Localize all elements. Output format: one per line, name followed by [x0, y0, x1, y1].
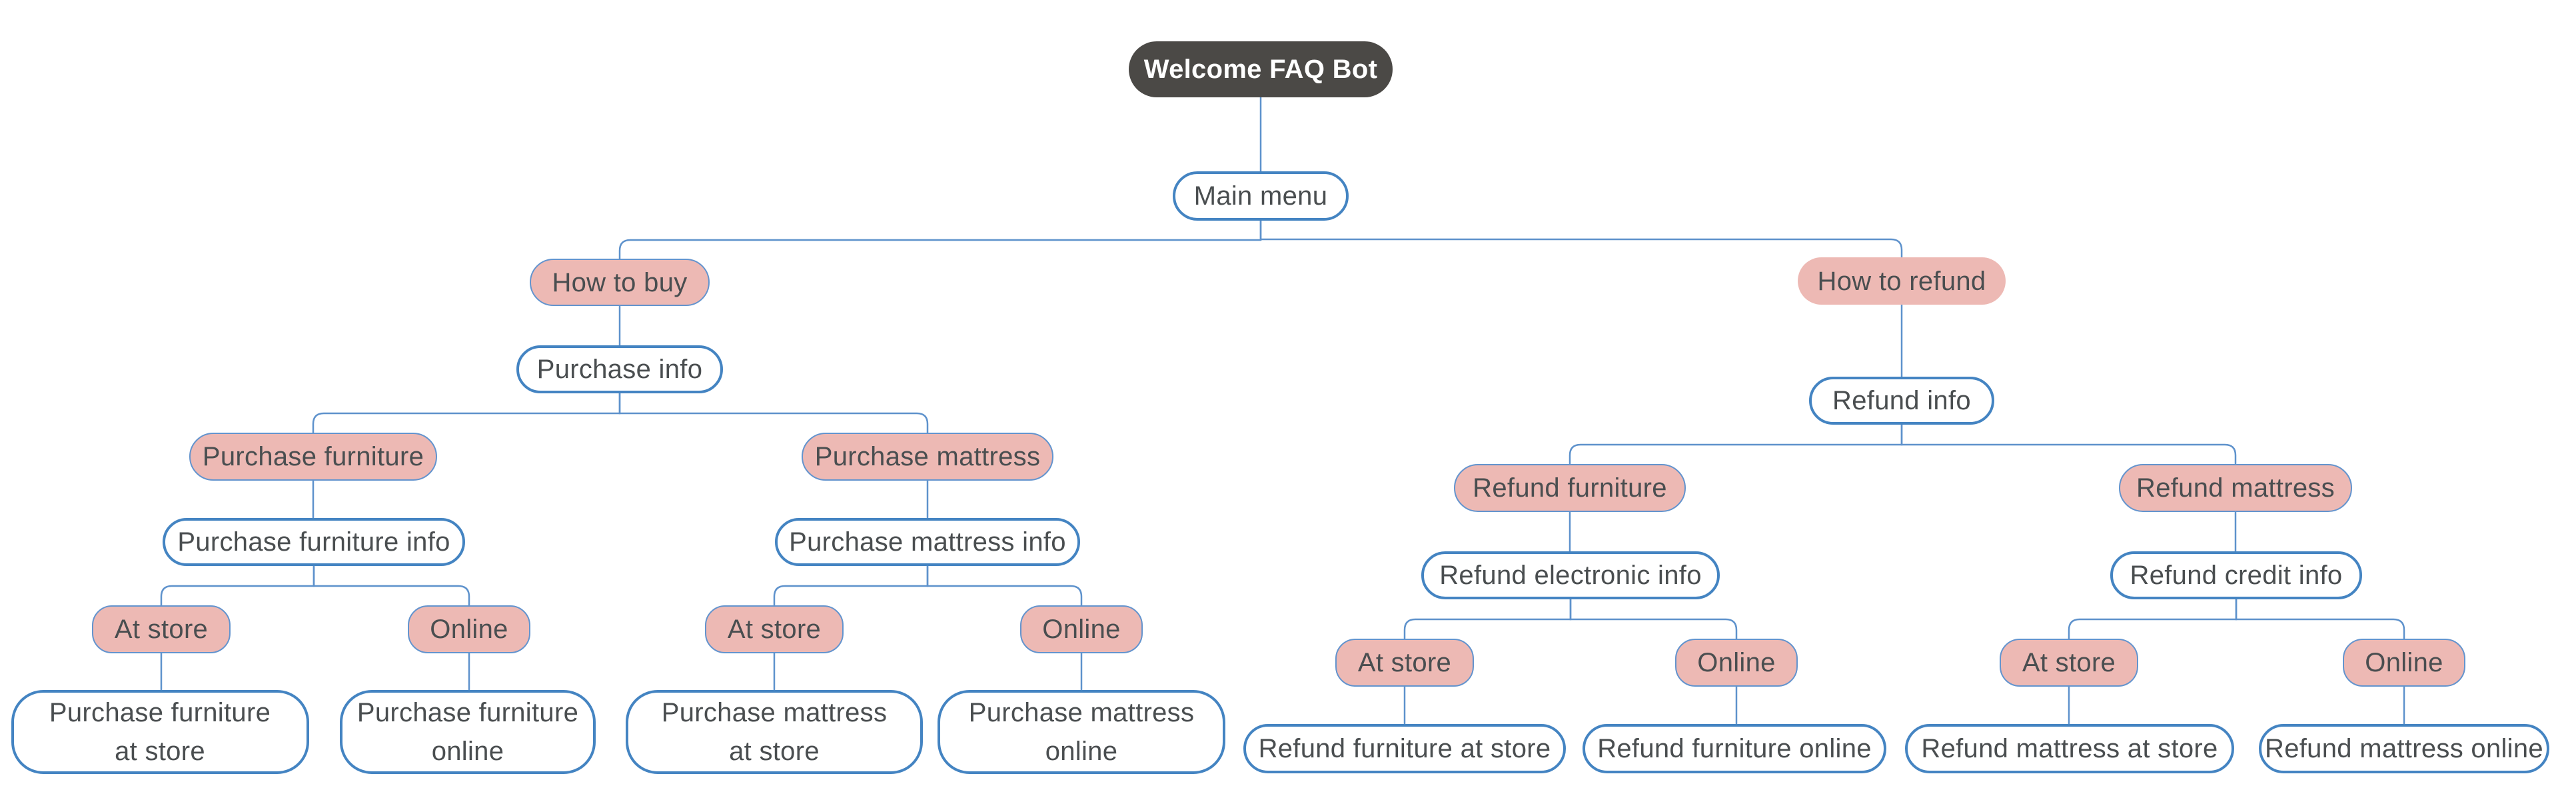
flow-node-refund-mattress-online[interactable]: Refund mattress online	[2259, 724, 2549, 773]
connector	[160, 566, 315, 605]
flow-node-refund-credit-info[interactable]: Refund credit info	[2110, 551, 2362, 599]
connector	[1569, 599, 1738, 639]
flow-node-at-store-refund-furniture[interactable]: At store	[1335, 639, 1474, 687]
flow-node-online-purchase-mattress[interactable]: Online	[1020, 605, 1143, 653]
flow-node-refund-electronic-info[interactable]: Refund electronic info	[1421, 551, 1720, 599]
flow-node-refund-mattress[interactable]: Refund mattress	[2119, 464, 2352, 512]
flow-node-how-to-refund[interactable]: How to refund	[1798, 257, 2006, 305]
flow-node-purchase-furniture[interactable]: Purchase furniture	[189, 433, 437, 481]
connector	[618, 393, 929, 433]
flow-node-refund-furniture-at-store[interactable]: Refund furniture at store	[1243, 724, 1566, 773]
connector	[312, 393, 621, 433]
connector	[1569, 425, 1903, 464]
connector	[1403, 599, 1572, 639]
flow-node-purchase-furniture-online[interactable]: Purchase furniture online	[340, 690, 596, 774]
flow-node-purchase-furniture-info[interactable]: Purchase furniture info	[163, 518, 465, 566]
connector	[926, 566, 1083, 605]
connector	[2068, 599, 2238, 639]
flow-node-purchase-mattress[interactable]: Purchase mattress	[802, 433, 1053, 481]
connector	[1900, 425, 2237, 464]
flow-node-refund-info[interactable]: Refund info	[1809, 377, 1994, 425]
flow-node-at-store-refund-mattress[interactable]: At store	[2000, 639, 2138, 687]
connector	[1259, 221, 1903, 257]
flow-node-at-store-purchase-mattress[interactable]: At store	[705, 605, 844, 653]
flow-node-online-refund-furniture[interactable]: Online	[1675, 639, 1798, 687]
flow-node-purchase-furniture-at-store[interactable]: Purchase furniture at store	[11, 690, 309, 774]
connector	[2235, 599, 2405, 639]
connector	[618, 221, 1262, 259]
flow-node-purchase-mattress-at-store[interactable]: Purchase mattress at store	[626, 690, 923, 774]
flow-node-purchase-info[interactable]: Purchase info	[516, 345, 723, 393]
flow-node-purchase-mattress-info[interactable]: Purchase mattress info	[775, 518, 1080, 566]
flow-node-at-store-purchase-furniture[interactable]: At store	[92, 605, 231, 653]
flow-node-main-menu[interactable]: Main menu	[1173, 171, 1349, 221]
flow-node-refund-furniture[interactable]: Refund furniture	[1454, 464, 1686, 512]
flow-node-purchase-mattress-online[interactable]: Purchase mattress online	[938, 690, 1225, 774]
connector	[313, 566, 470, 605]
flow-node-welcome-faq-bot[interactable]: Welcome FAQ Bot	[1129, 41, 1393, 97]
flow-node-refund-furniture-online[interactable]: Refund furniture online	[1583, 724, 1886, 773]
flow-node-refund-mattress-at-store[interactable]: Refund mattress at store	[1905, 724, 2234, 773]
connector	[773, 566, 929, 605]
flow-node-online-purchase-furniture[interactable]: Online	[408, 605, 530, 653]
flow-node-how-to-buy[interactable]: How to buy	[530, 259, 710, 306]
flow-node-online-refund-mattress[interactable]: Online	[2343, 639, 2465, 687]
